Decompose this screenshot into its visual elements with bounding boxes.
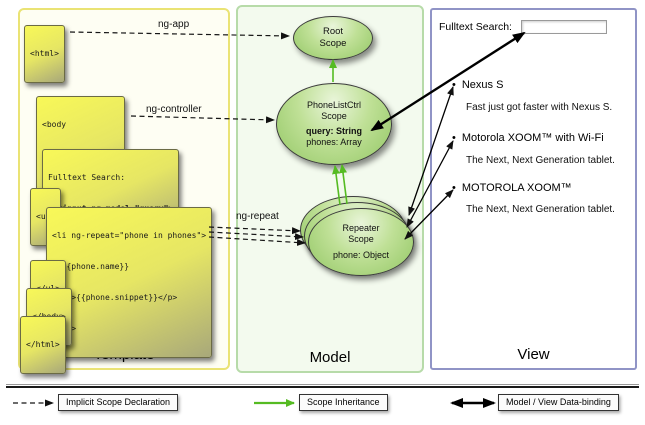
legend-model-view-data-binding: Model / View Data-binding [498, 394, 619, 411]
ng-controller-label: ng-controller [146, 104, 202, 115]
view-list-item-title: • Motorola XOOM™ with Wi-Fi [452, 132, 604, 144]
code-line: <li ng-repeat="phone in phones"> [52, 230, 207, 240]
code-line: {{phone.name}} [52, 261, 130, 271]
bullet-icon: • [452, 132, 456, 144]
model-panel: Model [236, 5, 424, 373]
scope-prop-query: query: String [305, 126, 362, 136]
ng-repeat-label: ng-repeat [236, 211, 279, 222]
phone-name: Motorola XOOM™ with Wi-Fi [461, 132, 604, 144]
code-html-close: </html> [20, 316, 66, 374]
code-line: <ul> [36, 212, 55, 222]
scope-prop-phone: phone: Object [332, 249, 390, 260]
view-fulltext-search-label: Fulltext Search: [439, 21, 512, 33]
ng-app-label: ng-app [158, 19, 190, 30]
code-html-open: <html> [24, 25, 65, 83]
phone-snippet: The Next, Next Generation tablet. [466, 155, 615, 166]
code-li-ng-repeat: <li ng-repeat="phone in phones"> {{phone… [46, 207, 213, 359]
code-line: <html> [30, 48, 59, 58]
phone-name: Nexus S [461, 79, 504, 91]
phonelistctrl-scope-ellipse: PhoneListCtrl Scope query: String phones… [276, 83, 392, 165]
view-panel-label: View [517, 346, 550, 363]
scope-name: Scope [348, 234, 374, 245]
view-list-item-title: • MOTOROLA XOOM™ [452, 182, 572, 194]
code-line: </html> [26, 339, 60, 349]
scope-name: Scope [319, 38, 347, 49]
legend-scope-inheritance: Scope Inheritance [299, 394, 388, 411]
scope-name: Repeater [342, 223, 380, 234]
divider-line [6, 384, 639, 385]
scope-name: PhoneListCtrl [306, 99, 362, 110]
divider-line [6, 386, 639, 388]
root-scope-ellipse: Root Scope [293, 16, 373, 60]
repeater-scope-ellipse-front: Repeater Scope phone: Object [308, 208, 414, 276]
view-search-input [521, 20, 607, 34]
code-line: </li> [52, 324, 206, 334]
phone-name: MOTOROLA XOOM™ [461, 182, 572, 194]
scope-prop-phones: phones: Array [306, 137, 362, 148]
phone-snippet: Fast just got faster with Nexus S. [466, 102, 613, 113]
bullet-icon: • [452, 79, 456, 91]
view-list-item-title: • Nexus S [452, 79, 503, 91]
code-line: Fulltext Search: [48, 172, 126, 182]
phone-snippet: The Next, Next Generation tablet. [466, 204, 615, 215]
bullet-icon: • [452, 182, 456, 194]
code-line: <p>{{phone.snippet}}</p> [52, 293, 178, 303]
scope-name: Root [322, 26, 344, 38]
scope-name: Scope [321, 110, 347, 121]
code-line: <body [42, 119, 67, 129]
model-panel-label: Model [309, 349, 351, 366]
legend-implicit-scope-declaration: Implicit Scope Declaration [58, 394, 179, 411]
